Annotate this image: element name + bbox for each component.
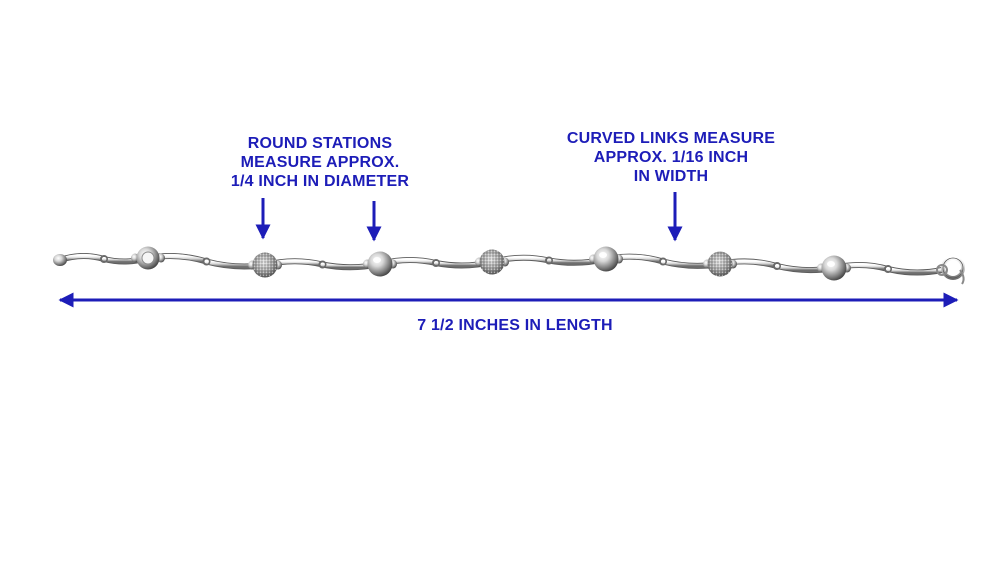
smooth-ball — [821, 255, 847, 281]
station-smooth-ball — [363, 251, 397, 277]
smooth-ball — [593, 246, 619, 272]
jump-ring — [431, 258, 440, 267]
smooth-ball — [367, 251, 393, 277]
station-textured-ball — [703, 251, 737, 277]
texture-overlay — [479, 249, 505, 275]
annotation-line: APPROX. 1/16 INCH — [593, 149, 749, 166]
station-textured-ball — [475, 249, 509, 275]
length-annotation: 7 1/2 INCHES IN LENGTH — [360, 316, 670, 335]
round-stations-annotation: ROUND STATIONS MEASURE APPROX. 1/4 INCH … — [205, 134, 435, 191]
jump-ring — [658, 257, 667, 266]
texture-overlay — [252, 252, 278, 278]
ball-highlight — [599, 252, 607, 258]
station-bezel-stone — [131, 246, 165, 270]
annotation-line: CURVED LINKS MEASURE — [566, 130, 776, 147]
jump-ring — [202, 257, 211, 266]
ball-highlight — [373, 257, 381, 263]
annotation-line: MEASURE APPROX. — [240, 154, 400, 171]
annotation-line: 1/4 INCH IN DIAMETER — [230, 173, 410, 190]
jump-ring — [100, 255, 109, 264]
jump-ring — [883, 264, 892, 273]
jump-ring — [772, 261, 781, 270]
curved-links-annotation: CURVED LINKS MEASURE APPROX. 1/16 INCH I… — [546, 129, 796, 186]
lobster-clasp-icon — [936, 256, 965, 285]
station-smooth-ball — [589, 246, 623, 272]
bracelet-stations — [131, 246, 851, 281]
stone — [141, 251, 155, 265]
end-cap-icon — [53, 254, 67, 266]
station-smooth-ball — [817, 255, 851, 281]
annotation-line: 7 1/2 INCHES IN LENGTH — [417, 317, 613, 334]
ball-highlight — [827, 261, 835, 267]
jump-ring — [318, 260, 327, 269]
jump-ring — [544, 256, 553, 265]
annotation-line: ROUND STATIONS — [247, 135, 393, 152]
texture-overlay — [707, 251, 733, 277]
station-textured-ball — [248, 252, 282, 278]
annotation-line: IN WIDTH — [633, 168, 709, 185]
